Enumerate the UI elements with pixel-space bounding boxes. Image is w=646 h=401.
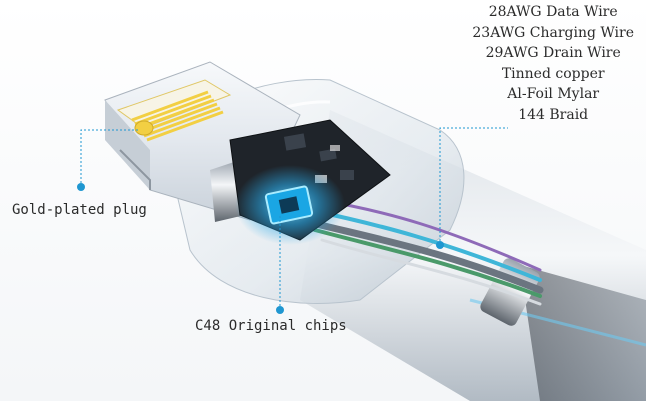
c48-chip (235, 165, 345, 245)
gold-plated-plug-label: Gold-plated plug (12, 202, 147, 218)
callout-chip (276, 215, 284, 314)
c48-chips-label: C48 Original chips (195, 318, 347, 334)
spec-data-wire: 28AWG Data Wire (488, 4, 618, 20)
spec-braid: 144 Braid (518, 106, 589, 123)
spec-foil-mylar: Al-Foil Mylar (507, 86, 600, 102)
spec-charging-wire: 23AWG Charging Wire (472, 24, 634, 41)
cable-spec-list: 28AWG Data Wire 23AWG Charging Wire 29AW… (472, 2, 634, 125)
spec-drain-wire: 29AWG Drain Wire (485, 45, 621, 61)
spec-tinned-copper: Tinned copper (501, 65, 605, 82)
callout-plug (77, 129, 138, 191)
callout-wires (436, 127, 508, 249)
